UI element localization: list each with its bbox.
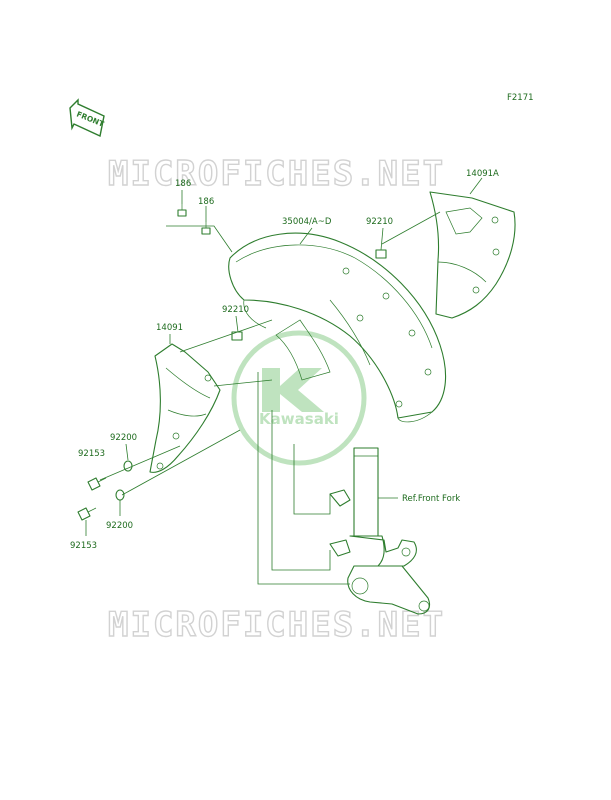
ref-front-fork-label: Ref.Front Fork — [402, 494, 460, 504]
front-fork — [329, 447, 431, 615]
front-arrow-icon: FRONT — [69, 98, 106, 138]
kawasaki-wordmark: Kawasaki — [259, 410, 339, 428]
part-label-186-b: 186 — [198, 197, 214, 207]
watermark-top: MICROFICHES.NET — [108, 154, 445, 194]
part-label-92210-b: 92210 — [222, 305, 249, 315]
part-label-92200-b: 92200 — [106, 521, 133, 531]
left-side-cover — [149, 343, 221, 473]
part-label-186-a: 186 — [175, 179, 191, 189]
part-label-92210-a: 92210 — [366, 217, 393, 227]
bolt-186-a-icon — [177, 204, 187, 217]
watermark-bottom: MICROFICHES.NET — [108, 605, 445, 645]
kawasaki-logo: Kawasaki — [231, 330, 367, 466]
part-label-92153-a: 92153 — [78, 449, 105, 459]
part-label-92200-a: 92200 — [110, 433, 137, 443]
bolt-92153-b-icon — [77, 507, 97, 521]
part-label-14091a: 14091A — [466, 169, 499, 179]
clip-92210-a-icon — [375, 249, 387, 259]
right-side-cover — [429, 191, 516, 319]
bolt-186-b-icon — [201, 222, 211, 235]
front-fender — [228, 232, 447, 423]
part-label-14091: 14091 — [156, 323, 183, 333]
leader-lines — [85, 177, 483, 585]
part-label-92153-b: 92153 — [70, 541, 97, 551]
kawasaki-k-icon — [262, 368, 324, 412]
part-label-35004: 35004/A~D — [282, 217, 332, 227]
figure-code: F2171 — [507, 93, 534, 103]
bolt-92153-a-icon — [87, 477, 107, 491]
